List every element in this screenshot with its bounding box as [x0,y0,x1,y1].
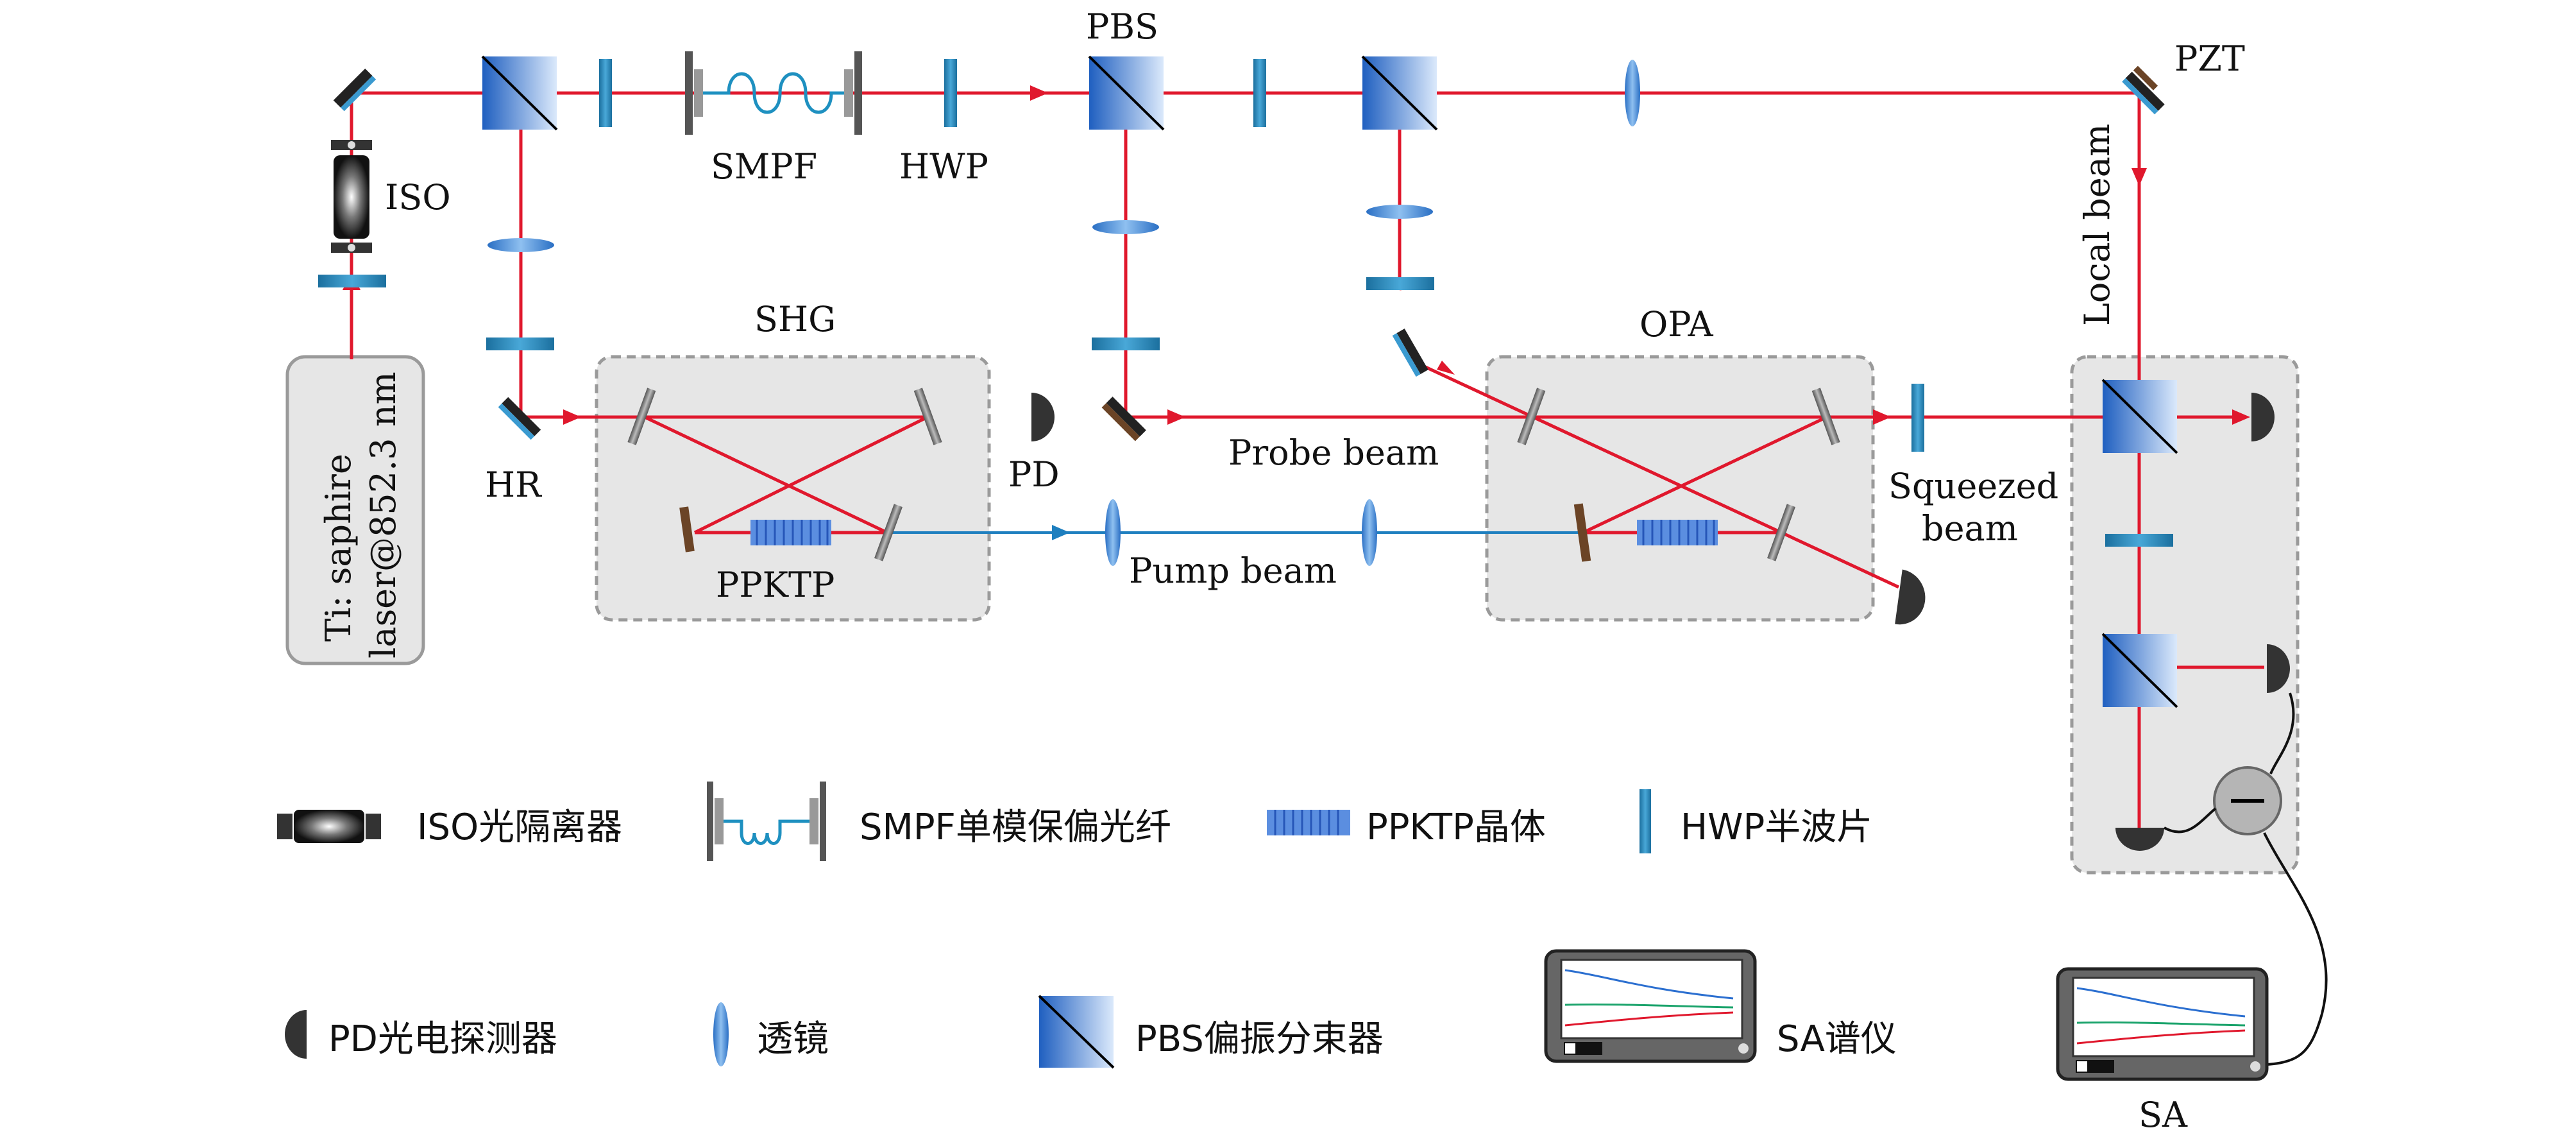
legend-pbs-icon [1038,995,1115,1069]
pbs-icon [481,55,558,131]
cavity-mirror-icon [1767,504,1795,561]
hwp-icon [599,59,612,127]
label-sa: SA [2139,1095,2188,1135]
mirror-icon [1101,397,1146,441]
hwp-icon [1092,338,1160,350]
detection-box [2070,355,2300,875]
mirror-icon [333,68,377,112]
legend-fiber-icon [707,782,826,861]
lens-icon [1105,499,1121,566]
legend-spectrum-analyzer-icon [1544,949,1757,1063]
subtractor-icon [2213,766,2282,835]
legend-hwp-icon [1640,789,1651,853]
legend-ppktp: PPKTP晶体 [1366,807,1546,848]
lens-icon [1092,220,1159,234]
legend-hwp: HWP半波片 [1681,807,1872,848]
label-iso: ISO [385,177,451,218]
label-hr: HR [485,465,542,505]
label-shg: SHG [754,299,836,339]
hwp-icon [1911,384,1924,452]
crystal-icon [750,520,831,545]
pd-icon [2115,828,2164,851]
mirror-icon [1392,329,1428,377]
pbs-icon [2101,379,2178,454]
lens-icon [487,238,554,252]
hwp-icon [318,275,386,287]
legend-lens: 透镜 [757,1018,829,1060]
iso-icon [331,140,372,253]
label-smpf: SMPF [711,146,817,187]
pd-icon [2251,393,2275,441]
label-pbs: PBS [1086,6,1158,47]
legend-iso-icon [277,810,381,843]
cavity-mirror-icon [1811,388,1840,445]
legend-smpf: SMPF单模保偏光纤 [860,807,1171,848]
cavity-mirror-icon [874,504,902,561]
label-laser-line1: Ti: saphire [318,454,359,642]
hwp-icon [944,59,957,127]
fiber-icon [685,51,862,135]
red-arrows [343,85,2250,425]
pd-icon [2267,644,2290,693]
legend-lens-icon [713,1002,729,1066]
label-pd: PD [1008,454,1060,495]
cable [2164,807,2217,834]
legend-pd-icon [285,1010,307,1059]
legend-pd: PD光电探测器 [328,1018,557,1060]
cavity-mirror-icon [1573,503,1591,562]
cable [2269,692,2295,774]
mirror-icon [498,397,541,440]
legend-sa: SA谱仪 [1777,1018,1897,1060]
cavity-mirror-icon [679,506,695,552]
hwp-icon [2105,534,2173,547]
cavity-mirror-icon [1517,388,1546,445]
cavity-mirror-icon [913,388,942,445]
lens-icon [1362,499,1377,566]
pump-arrow [1052,525,1070,540]
label-ppktp: PPKTP [716,565,835,605]
hwp-icon [1366,277,1434,290]
legend-iso: ISO光隔离器 [417,807,622,848]
label-pump-beam: Pump beam [1129,551,1337,591]
lens-icon [1366,205,1433,219]
label-probe-beam: Probe beam [1228,432,1439,473]
label-pzt: PZT [2174,38,2245,79]
lens-icon [1625,60,1640,126]
crystal-icon [1637,520,1718,545]
pzt-icon [2122,65,2165,115]
hwp-icon [486,338,554,350]
spectrum-analyzer-icon [2056,967,2269,1081]
label-local-beam: Local beam [2077,124,2117,326]
hwp-icon [1253,59,1266,127]
pbs-icon [1361,55,1438,131]
label-squeezed: Squeezed [1888,466,2058,506]
pd-icon [1031,393,1055,441]
cable [2244,832,2328,1066]
legend: ISO光隔离器 SMPF单模保偏光纤 PPKTP晶体 HWP半波片 PD光电探测… [277,782,1897,1069]
legend-pbs: PBS偏振分束器 [1135,1018,1384,1060]
label-opa: OPA [1640,304,1714,345]
legend-crystal-icon [1267,810,1350,835]
pbs-icon [1088,55,1165,131]
pd-icon [1895,569,1926,625]
laser-box [285,355,425,665]
pbs-icon [2101,633,2178,708]
cavity-mirror-icon [627,388,656,445]
label-laser-line2: laser@852.3 nm [363,372,403,658]
label-squeezed-beam: beam [1922,508,2018,549]
label-hwp: HWP [899,146,988,187]
